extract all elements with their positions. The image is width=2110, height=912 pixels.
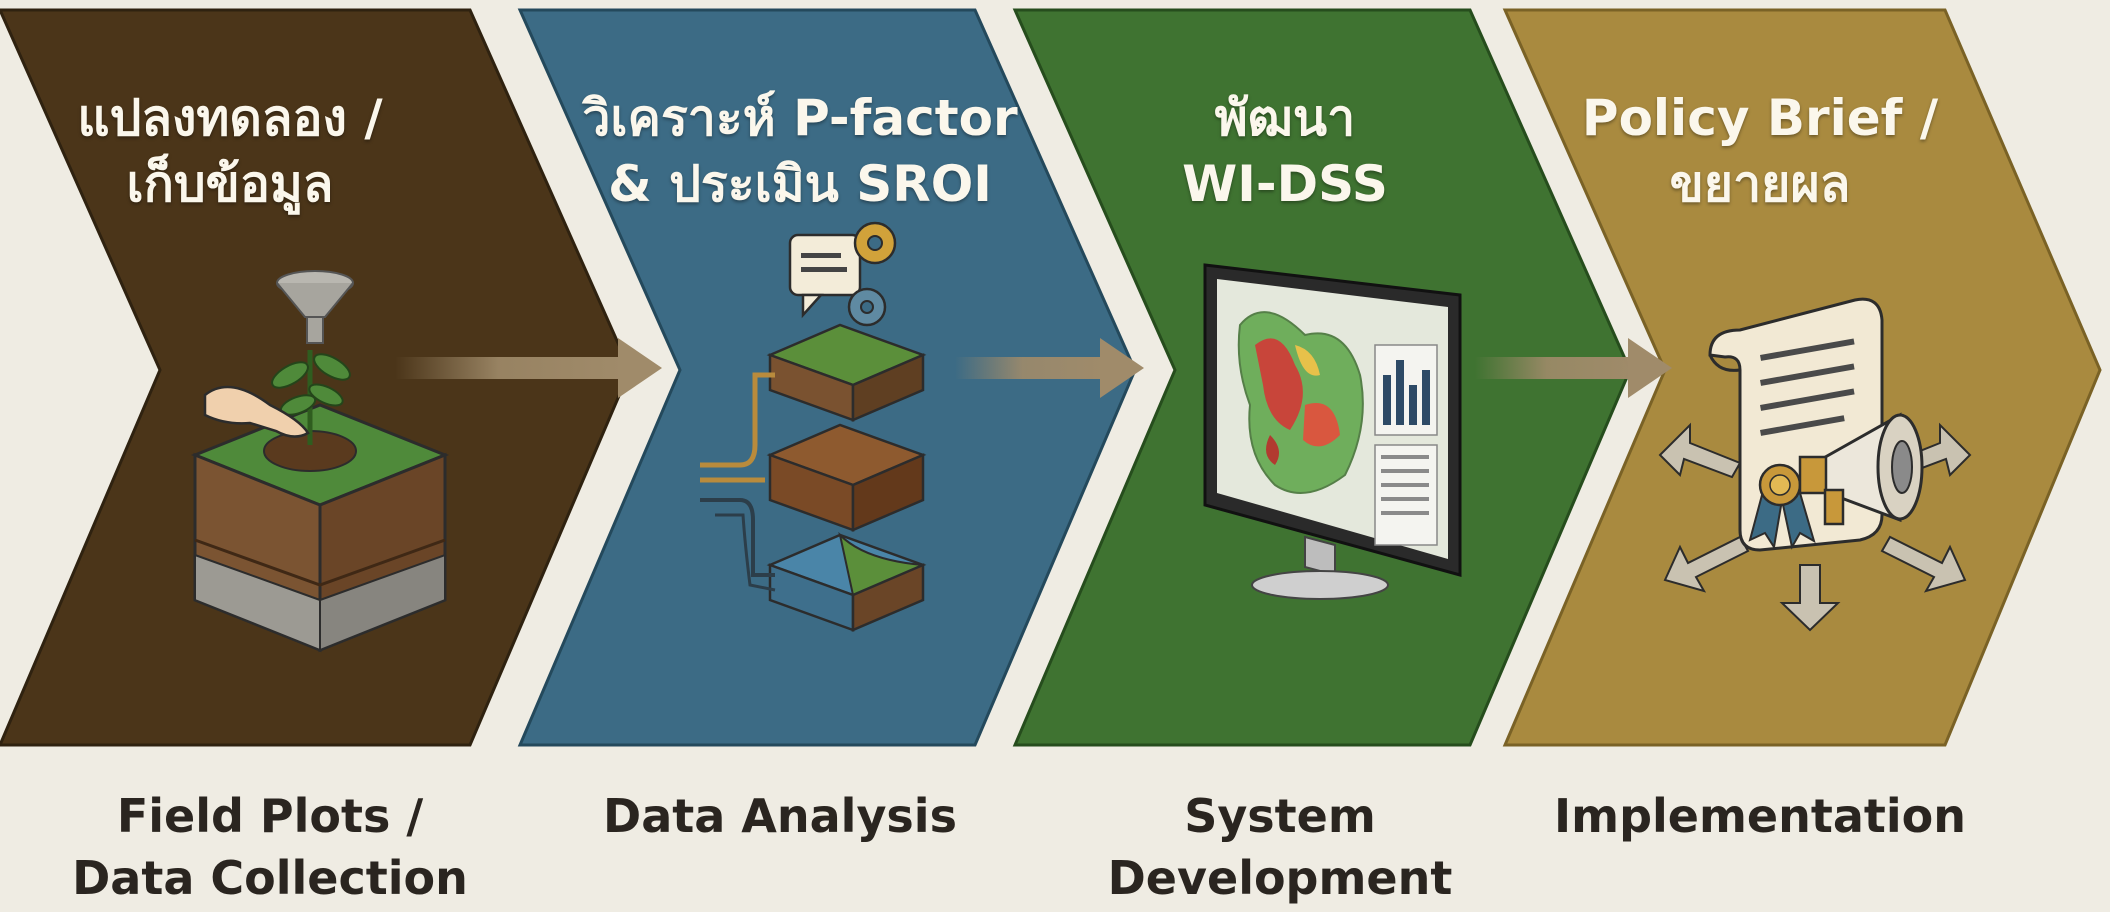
- chat-bubble-icon: [788, 233, 862, 319]
- stage-3-caption-line1: System: [1184, 789, 1376, 843]
- funnel-icon: [276, 270, 354, 344]
- arrow-up-left-icon: [1658, 422, 1742, 479]
- stage-4-caption: Implementation: [1530, 785, 1990, 847]
- stage-4-title: Policy Brief / ขยายผล: [1540, 85, 1980, 217]
- stage-1-caption-line1: Field Plots /: [116, 789, 424, 843]
- stage-1-caption-line2: Data Collection: [72, 851, 468, 905]
- stage-1-title-line2: เก็บข้อมูล: [126, 155, 334, 213]
- arrow-down-right-icon: [1880, 535, 1967, 593]
- arrow-down-icon: [1779, 564, 1841, 632]
- stage-3-caption: System Development: [1050, 785, 1510, 909]
- arrow-right-icon: [395, 338, 662, 398]
- stage-2-caption: Data Analysis: [550, 785, 1010, 847]
- award-ribbon-icon: [1748, 463, 1816, 550]
- stage-3-title-line2: WI-DSS: [1182, 155, 1388, 213]
- layered-analysis-gear-icon: [700, 221, 927, 632]
- stage-4-title-line1: Policy Brief /: [1581, 89, 1939, 147]
- scroll-megaphone-icon: [1658, 297, 1972, 632]
- stage-3-caption-line2: Development: [1107, 851, 1453, 905]
- stage-1-chevron: [0, 8, 632, 747]
- arrow-right-icon: [955, 338, 1144, 398]
- monitor-map-dashboard-icon: [1203, 263, 1462, 600]
- stage-3-title-line1: พัฒนา: [1214, 89, 1356, 147]
- stage-2-title: วิเคราะห์ P-factor & ประเมิน SROI: [580, 85, 1020, 217]
- stage-4-caption-line1: Implementation: [1554, 789, 1966, 843]
- gear-icon: [847, 221, 897, 327]
- soil-plot-hand-planting-icon: [190, 270, 450, 653]
- megaphone-icon: [1798, 412, 1924, 526]
- stage-1-caption: Field Plots / Data Collection: [40, 785, 500, 909]
- stage-2-title-line2: & ประเมิน SROI: [608, 155, 992, 213]
- stage-1-title: แปลงทดลอง / เก็บข้อมูล: [10, 85, 450, 217]
- arrow-right-icon: [1475, 338, 1672, 398]
- stage-4-title-line2: ขยายผล: [1669, 155, 1851, 213]
- stage-2-caption-line1: Data Analysis: [603, 789, 957, 843]
- stage-3-title: พัฒนา WI-DSS: [1065, 85, 1505, 217]
- stage-2-title-line1: วิเคราะห์ P-factor: [582, 89, 1018, 147]
- arrow-down-left-icon: [1663, 535, 1750, 593]
- stage-1-title-line1: แปลงทดลอง /: [77, 89, 383, 147]
